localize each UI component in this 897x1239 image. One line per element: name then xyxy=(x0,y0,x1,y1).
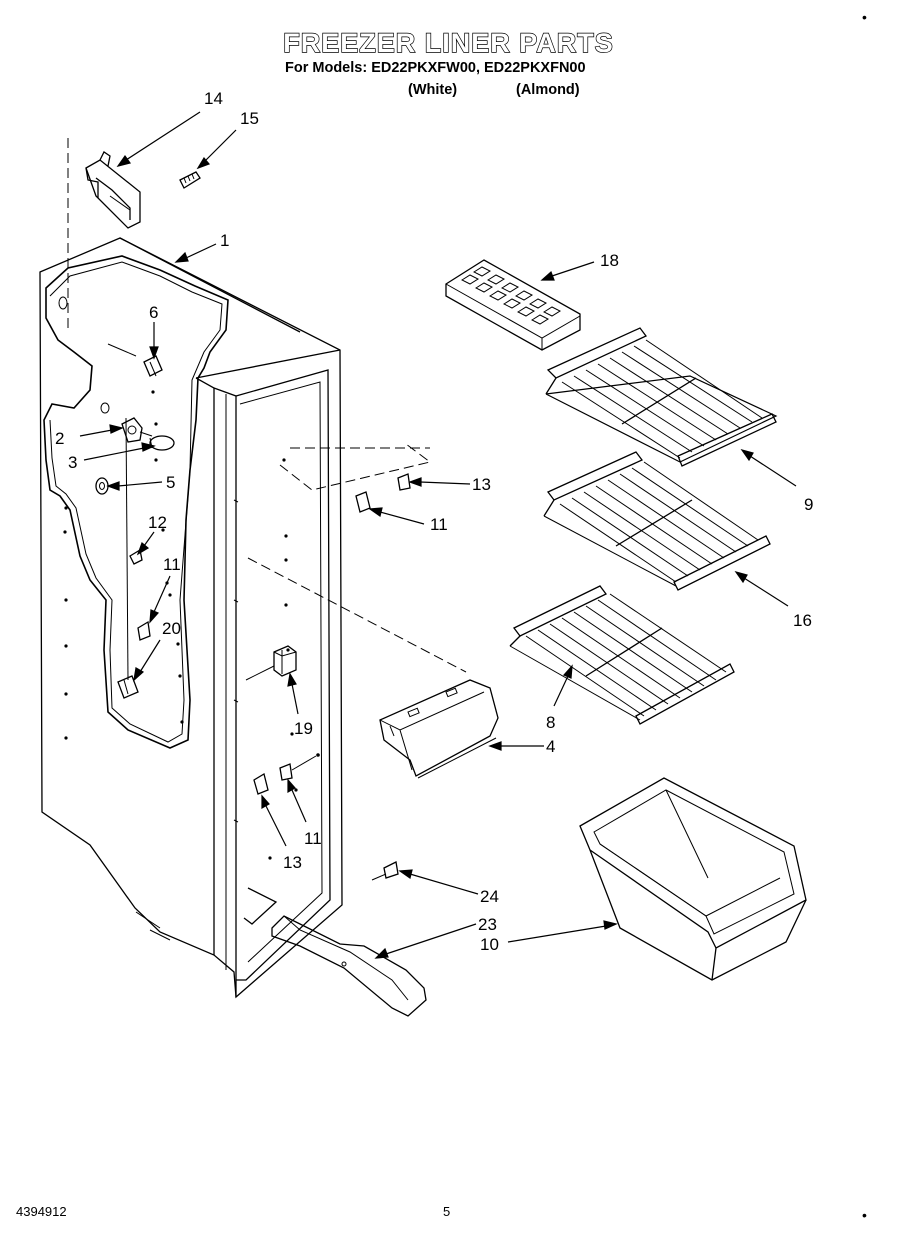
part-9-shelf xyxy=(545,327,778,467)
callout-24: 24 xyxy=(480,887,499,906)
part-12-screw xyxy=(129,548,143,565)
callout-4: 4 xyxy=(546,737,555,756)
leader-lines xyxy=(79,111,797,959)
page-title: FREEZER LINER PARTS xyxy=(283,27,614,58)
part-16-shelf xyxy=(543,451,771,591)
callout-16: 16 xyxy=(793,611,812,630)
callout-18: 18 xyxy=(600,251,619,270)
callout-11-upper: 11 xyxy=(430,515,448,534)
freezer-liner xyxy=(39,237,343,999)
callout-13-lower: 13 xyxy=(283,853,302,872)
part-15-screw xyxy=(179,171,201,189)
callout-15: 15 xyxy=(240,109,259,128)
callout-11-lower: 11 xyxy=(304,829,322,848)
page-number: 5 xyxy=(443,1204,451,1219)
part-20-clip xyxy=(117,675,139,699)
part-24-screw xyxy=(371,861,399,881)
part-23-rail xyxy=(271,915,427,1017)
callout-5: 5 xyxy=(166,473,175,492)
svg-text:•: • xyxy=(862,9,867,25)
callout-20: 20 xyxy=(162,619,181,638)
registration-marks: • • xyxy=(862,9,867,1223)
part-14-bracket xyxy=(85,151,141,229)
callout-14: 14 xyxy=(204,89,223,108)
part-19-block xyxy=(245,645,297,681)
callout-23: 23 xyxy=(478,915,497,934)
part-4-support xyxy=(379,679,499,779)
part-11-13-lower-clips xyxy=(253,753,320,795)
part-10-bin xyxy=(579,777,807,981)
part-11-clip-left xyxy=(137,620,151,641)
callout-1: 1 xyxy=(220,231,229,250)
part-6-clip xyxy=(107,343,163,377)
variant-almond: (Almond) xyxy=(516,82,580,98)
models-line: For Models: ED22PKXFW00, ED22PKXFN00 xyxy=(285,60,586,76)
callout-2: 2 xyxy=(55,429,64,448)
part-13-11-upper-clips xyxy=(355,473,411,513)
callout-3: 3 xyxy=(68,453,77,472)
callout-12: 12 xyxy=(148,513,167,532)
variant-white: (White) xyxy=(408,82,458,98)
part-5-grommet xyxy=(95,477,109,495)
callout-11-left: 11 xyxy=(163,555,181,574)
callout-6: 6 xyxy=(149,303,158,322)
wire-shelves xyxy=(509,327,778,725)
callout-9: 9 xyxy=(804,495,813,514)
svg-text:•: • xyxy=(862,1207,867,1223)
part-18-ice-tray xyxy=(445,259,581,351)
callout-labels: 14 15 1 6 2 3 5 12 11 20 18 9 13 11 16 8… xyxy=(55,89,813,954)
callout-8: 8 xyxy=(546,713,555,732)
callout-10: 10 xyxy=(480,935,499,954)
callout-19: 19 xyxy=(294,719,313,738)
callout-13-upper: 13 xyxy=(472,475,491,494)
part-8-shelf xyxy=(509,585,735,725)
doc-number: 4394912 xyxy=(16,1204,67,1219)
